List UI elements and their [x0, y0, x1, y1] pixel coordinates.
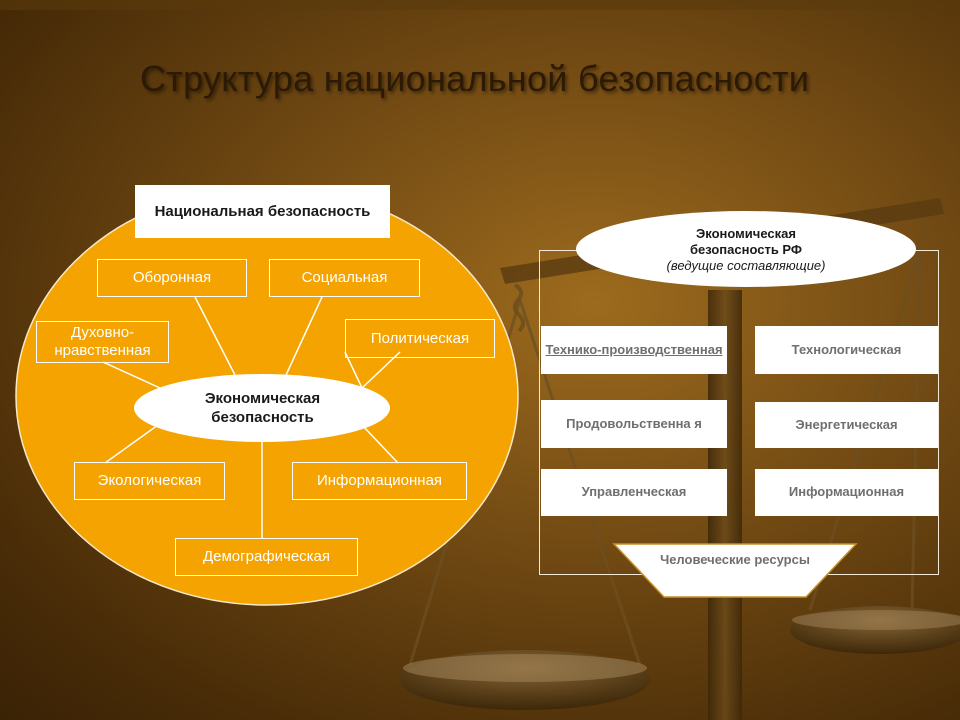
- rbox-label: Управленческая: [581, 484, 687, 500]
- economic-security-ellipse: [134, 374, 390, 442]
- economic-security-rf-header: Экономическая безопасность РФ (ведущие с…: [600, 223, 892, 277]
- component-label: Политическая: [370, 329, 470, 347]
- component-socialnaya: Социальная: [269, 259, 420, 297]
- rbox-label: Энергетическая: [795, 416, 898, 432]
- component-tehnologicheskaya: Технологическая: [755, 326, 938, 374]
- economic-security-center: Экономическая безопасность: [160, 384, 365, 434]
- component-label: Оборонная: [132, 269, 212, 286]
- component-label: Демографическая: [202, 548, 331, 565]
- economic-security-label: Экономическая безопасность: [204, 390, 321, 426]
- rf-header-line1: Экономическая: [696, 225, 796, 241]
- component-label: Экологическая: [97, 472, 202, 489]
- human-resources-funnel: [612, 543, 858, 598]
- component-informacionnaya-rf: Информационная: [755, 469, 938, 516]
- component-prodovolstvennaya: Продовольственна я: [541, 400, 727, 448]
- human-resources-label: Человеческие ресурсы: [660, 552, 810, 567]
- rf-header-line3: (ведущие составляющие): [666, 258, 826, 274]
- component-label: Информационная: [316, 472, 443, 489]
- national-security-header: Национальная безопасность: [135, 185, 390, 238]
- component-energeticheskaya: Энергетическая: [755, 402, 938, 448]
- economic-security-rf-ellipse: [576, 211, 916, 287]
- page-title: Структура национальной безопасности: [140, 58, 810, 99]
- component-label: Социальная: [301, 269, 388, 286]
- component-ekologicheskaya: Экологическая: [74, 462, 225, 500]
- component-oboronnaya: Оборонная: [97, 259, 247, 297]
- rbox-label: Продовольственна я: [566, 415, 702, 431]
- component-demograficheskaya: Демографическая: [175, 538, 358, 576]
- rbox-label: Информационная: [788, 484, 905, 500]
- national-security-label: Национальная безопасность: [154, 202, 371, 220]
- component-label: Духовно-нравственная: [54, 324, 151, 359]
- component-duhovno: Духовно-нравственная: [36, 321, 169, 363]
- rf-header-line2: безопасность РФ: [689, 241, 803, 257]
- component-informacionnaya: Информационная: [292, 462, 467, 500]
- component-upravlencheskaya: Управленческая: [541, 469, 727, 516]
- rbox-label: Технико-производственная: [545, 341, 723, 357]
- rbox-label: Технологическая: [791, 341, 902, 357]
- component-tehniko-proizvodstvennaya: Технико-производственная: [541, 326, 727, 374]
- connector-lines: [102, 296, 401, 538]
- component-politicheskaya: Политическая: [345, 319, 495, 358]
